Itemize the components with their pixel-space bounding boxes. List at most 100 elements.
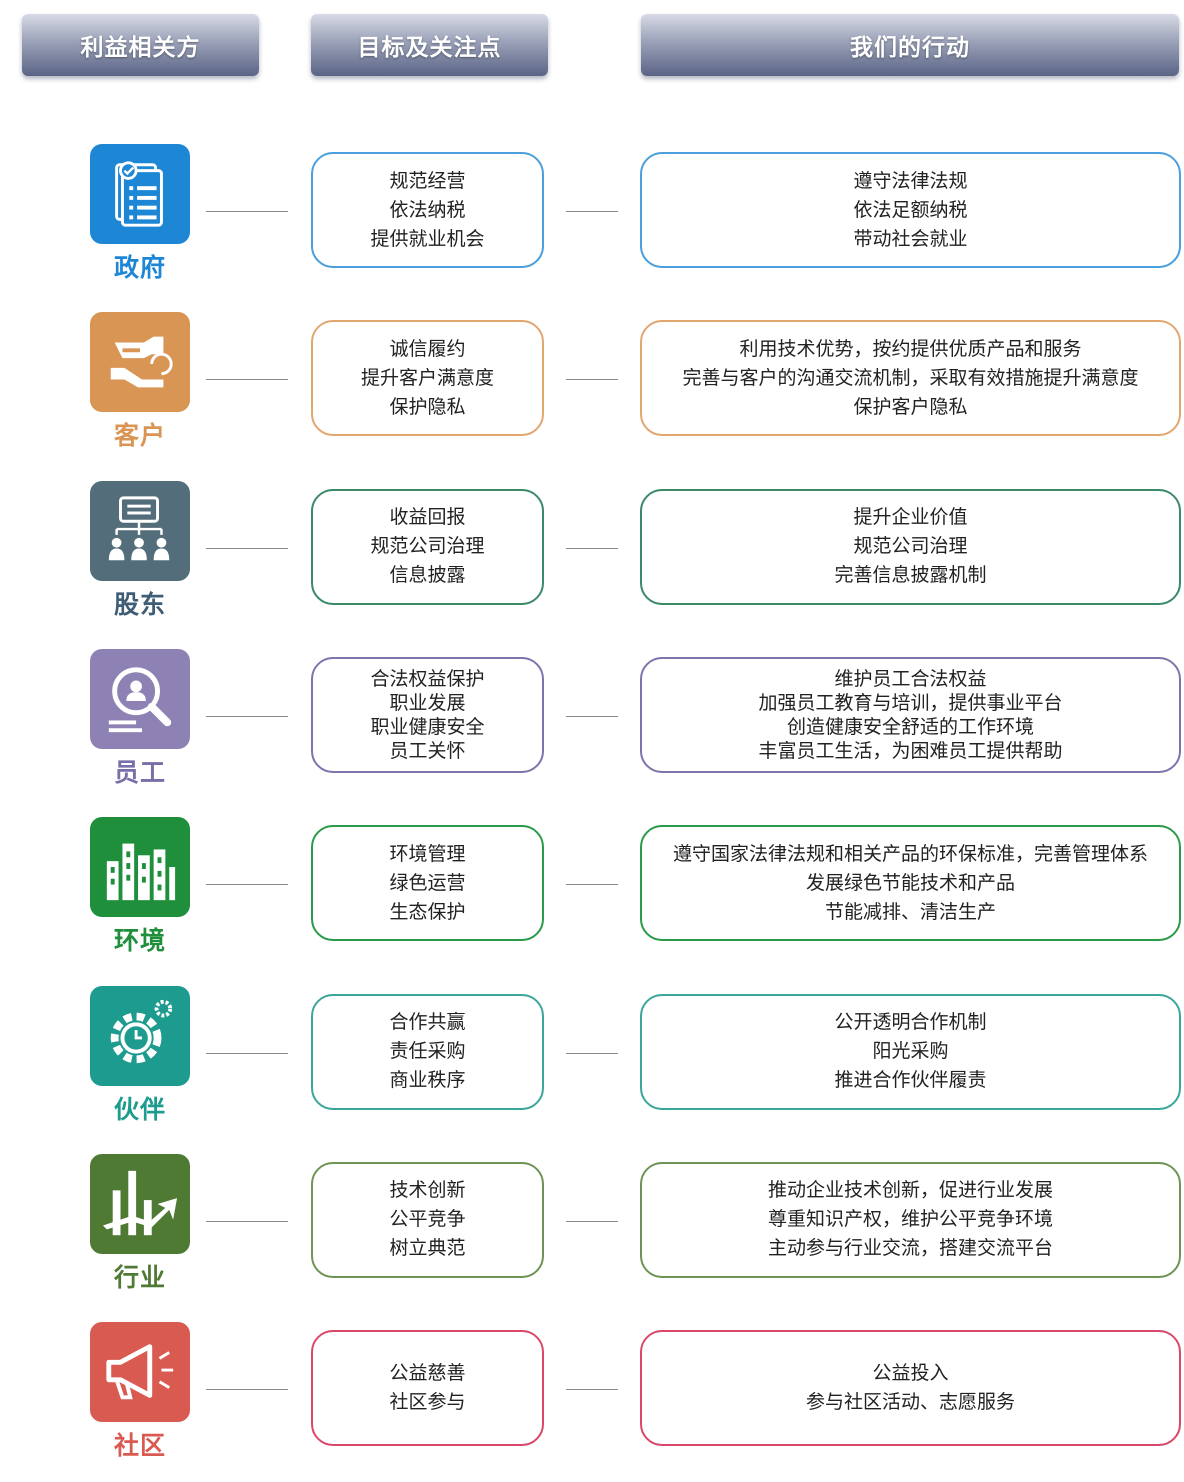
stakeholder-row: 行业技术创新公平竞争树立典范推动企业技术创新，促进行业发展尊重知识产权，维护公平… <box>0 1153 1184 1314</box>
person-search-icon <box>90 648 190 749</box>
org-chart-icon <box>90 480 190 581</box>
goals-box: 合法权益保护职业发展职业健康安全员工关怀 <box>311 656 544 773</box>
action-line: 遵守国家法律法规和相关产品的环保标准，完善管理体系 <box>672 842 1148 865</box>
stakeholder-name: 员工 <box>113 757 166 787</box>
goals-box: 收益回报规范公司治理信息披露 <box>311 488 544 605</box>
connector-line <box>206 211 288 212</box>
stakeholder-name: 股东 <box>113 589 166 619</box>
goals-box: 诚信履约提升客户满意度保护隐私 <box>311 320 544 437</box>
action-line: 创造健康安全舒适的工作环境 <box>786 715 1034 738</box>
goal-line: 商业秩序 <box>389 1069 466 1091</box>
action-line: 规范公司治理 <box>853 535 968 558</box>
goal-line: 技术创新 <box>389 1179 466 1202</box>
connector-line <box>566 1220 618 1222</box>
stakeholder-row: 伙伴合作共赢责任采购商业秩序公开透明合作机制阳光采购推进合作伙伴履责 <box>0 985 1184 1146</box>
action-line: 带动社会就业 <box>853 227 968 250</box>
action-line: 维护员工合法权益 <box>834 667 987 690</box>
connector-line <box>206 547 288 549</box>
clipboard-icon <box>90 144 190 244</box>
stakeholder-name: 社区 <box>113 1431 166 1461</box>
action-line: 完善与客户的沟通交流机制，采取有效措施提升满意度 <box>682 366 1139 389</box>
goal-line: 公平竞争 <box>389 1208 466 1231</box>
stakeholder-row: 社区公益慈善社区参与公益投入参与社区活动、志愿服务 <box>0 1322 1184 1482</box>
connector-line <box>206 379 288 381</box>
goal-line: 信息披露 <box>389 564 466 587</box>
action-line: 利用技术优势，按约提供优质产品和服务 <box>739 337 1082 360</box>
action-line: 主动参与行业交流，搭建交流平台 <box>767 1237 1053 1260</box>
header-stakeholders: 利益相关方 <box>22 14 259 76</box>
action-line: 推动企业技术创新，促进行业发展 <box>767 1179 1053 1202</box>
connector-line <box>206 1220 288 1222</box>
action-line: 节能减排、清洁生产 <box>824 900 996 923</box>
goals-box: 合作共赢责任采购商业秩序 <box>311 993 544 1110</box>
stakeholder-row: 客户诚信履约提升客户满意度保护隐私利用技术优势，按约提供优质产品和服务完善与客户… <box>0 312 1184 472</box>
connector-line <box>206 1052 288 1054</box>
goal-line: 生态保护 <box>389 900 466 923</box>
connector-line <box>206 1389 288 1391</box>
goal-line: 职业健康安全 <box>370 715 485 738</box>
action-line: 参与社区活动、志愿服务 <box>805 1391 1015 1414</box>
gear-clock-icon <box>90 985 190 1086</box>
actions-box: 遵守国家法律法规和相关产品的环保标准，完善管理体系发展绿色节能技术和产品节能减排… <box>640 825 1181 942</box>
goals-box: 规范经营依法纳税提供就业机会 <box>311 152 544 268</box>
connector-line <box>566 884 618 886</box>
action-line: 依法足额纳税 <box>853 198 968 221</box>
connector-line <box>566 715 618 717</box>
goal-line: 提升客户满意度 <box>360 366 494 389</box>
goal-line: 合作共赢 <box>389 1011 466 1033</box>
goal-line: 合法权益保护 <box>370 667 485 690</box>
stakeholder-name: 环境 <box>113 926 166 956</box>
goal-line: 绿色运营 <box>389 871 466 894</box>
growth-chart-icon <box>90 1153 190 1254</box>
header-actions: 我们的行动 <box>641 14 1179 76</box>
goal-line: 树立典范 <box>389 1237 466 1260</box>
connector-line <box>566 1389 618 1391</box>
connector-line <box>566 211 618 212</box>
actions-box: 公开透明合作机制阳光采购推进合作伙伴履责 <box>640 993 1181 1110</box>
goals-box: 公益慈善社区参与 <box>311 1330 544 1447</box>
goal-line: 公益慈善 <box>389 1362 466 1385</box>
action-line: 提升企业价值 <box>853 506 968 529</box>
stakeholder-name: 政府 <box>113 253 166 282</box>
actions-box: 遵守法律法规依法足额纳税带动社会就业 <box>640 152 1181 268</box>
stakeholder-name: 伙伴 <box>113 1094 166 1124</box>
goal-line: 员工关怀 <box>389 739 466 762</box>
goal-line: 规范公司治理 <box>370 535 485 558</box>
connector-line <box>566 547 618 549</box>
stakeholder-row: 员工合法权益保护职业发展职业健康安全员工关怀维护员工合法权益加强员工教育与培训，… <box>0 648 1184 809</box>
action-line: 发展绿色节能技术和产品 <box>805 871 1015 894</box>
action-line: 推进合作伙伴履责 <box>834 1069 987 1091</box>
action-line: 公益投入 <box>872 1362 949 1385</box>
connector-line <box>206 715 288 717</box>
goal-line: 诚信履约 <box>389 337 466 360</box>
buildings-icon <box>90 817 190 918</box>
goal-line: 社区参与 <box>389 1391 466 1414</box>
goal-line: 提供就业机会 <box>370 227 485 250</box>
goal-line: 依法纳税 <box>389 198 466 221</box>
actions-box: 推动企业技术创新，促进行业发展尊重知识产权，维护公平竞争环境主动参与行业交流，搭… <box>640 1161 1181 1278</box>
action-line: 保护客户隐私 <box>853 395 968 418</box>
goals-box: 技术创新公平竞争树立典范 <box>311 1161 544 1278</box>
action-line: 公开透明合作机制 <box>834 1011 987 1033</box>
connector-line <box>566 379 618 381</box>
action-line: 丰富员工生活，为困难员工提供帮助 <box>758 739 1063 762</box>
goals-box: 环境管理绿色运营生态保护 <box>311 825 544 942</box>
goal-line: 收益回报 <box>389 506 466 529</box>
actions-box: 维护员工合法权益加强员工教育与培训，提供事业平台创造健康安全舒适的工作环境丰富员… <box>640 656 1181 773</box>
stakeholder-row: 环境环境管理绿色运营生态保护遵守国家法律法规和相关产品的环保标准，完善管理体系发… <box>0 817 1184 977</box>
action-line: 尊重知识产权，维护公平竞争环境 <box>767 1208 1053 1231</box>
connector-line <box>206 884 288 886</box>
actions-box: 公益投入参与社区活动、志愿服务 <box>640 1330 1181 1447</box>
action-line: 加强员工教育与培训，提供事业平台 <box>758 691 1063 714</box>
header-goals: 目标及关注点 <box>311 14 548 76</box>
connector-line <box>566 1052 618 1054</box>
goal-line: 职业发展 <box>389 691 466 714</box>
stakeholder-row: 政府规范经营依法纳税提供就业机会遵守法律法规依法足额纳税带动社会就业 <box>0 144 1184 304</box>
goal-line: 责任采购 <box>389 1040 466 1062</box>
stakeholder-row: 股东收益回报规范公司治理信息披露提升企业价值规范公司治理完善信息披露机制 <box>0 480 1184 641</box>
action-line: 遵守法律法规 <box>853 169 968 192</box>
stakeholder-name: 行业 <box>113 1262 166 1292</box>
goal-line: 规范经营 <box>389 169 466 192</box>
action-line: 完善信息披露机制 <box>834 564 987 587</box>
goal-line: 环境管理 <box>389 842 466 865</box>
